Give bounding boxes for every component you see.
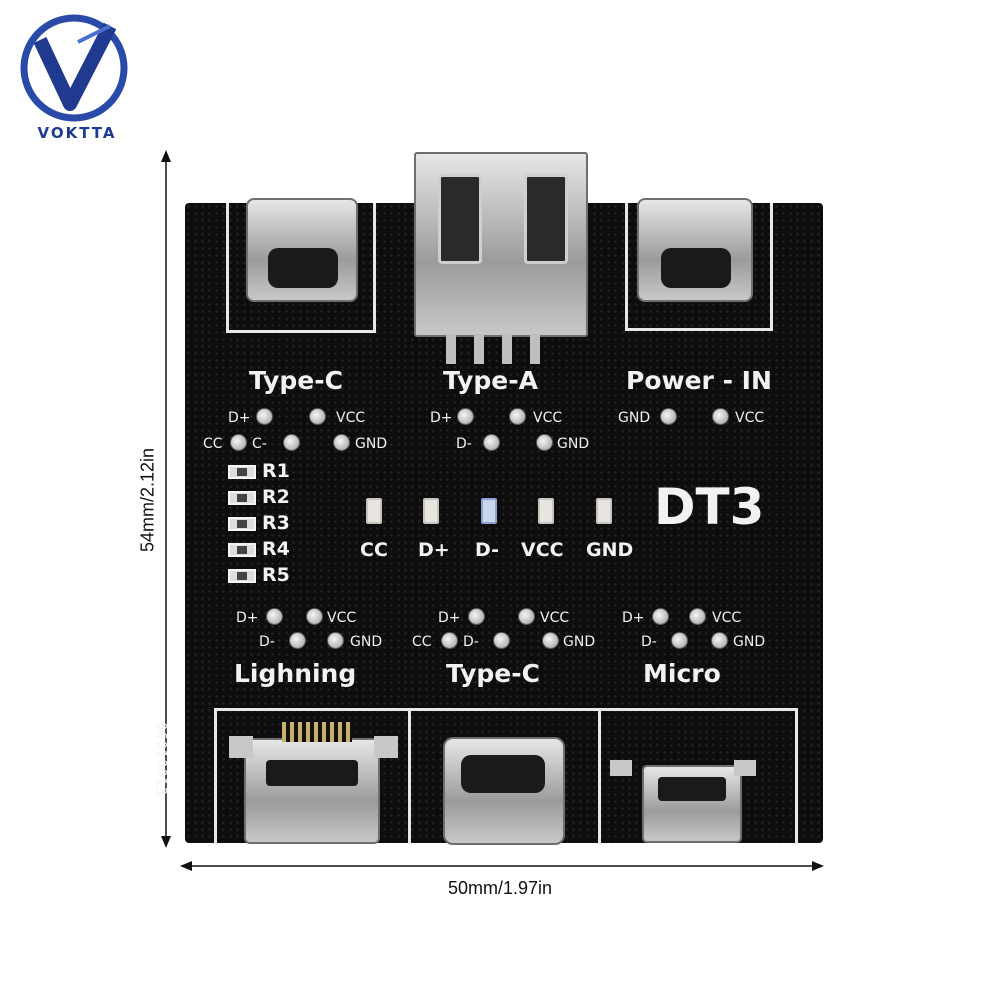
label-micro: Micro	[643, 659, 721, 688]
label-lightning: Lighning	[234, 659, 357, 688]
pad-dminus	[671, 632, 688, 649]
type-c-port-bottom	[443, 737, 565, 845]
label-top-type-c: Type-C	[249, 366, 343, 395]
micro-mount-tab	[610, 760, 632, 776]
micro-usb-port	[642, 765, 742, 843]
pad-vcc	[689, 608, 706, 625]
lightning-mount-tab	[374, 736, 398, 758]
pad-label-gnd: GND	[355, 436, 388, 452]
pad-label-dplus: D+	[622, 610, 645, 626]
type-a-port	[414, 152, 588, 337]
pad-dminus	[483, 434, 500, 451]
led-dminus	[481, 498, 497, 524]
pad-vcc	[509, 408, 526, 425]
resistor-r3	[228, 517, 256, 531]
pad-label-gnd: GND	[563, 634, 596, 650]
lightning-port	[244, 722, 380, 844]
pad-cc	[441, 632, 458, 649]
pad-label-dplus: D+	[228, 410, 251, 426]
pad-gnd	[660, 408, 677, 425]
pad-label-vcc: VCC	[336, 410, 366, 426]
pad-label-dminus: D-	[456, 436, 472, 452]
pad-label-vcc: VCC	[735, 410, 765, 426]
pad-label-vcc: VCC	[712, 610, 742, 626]
resistor-label: R2	[262, 486, 290, 508]
label-bottom-type-c: Type-C	[446, 659, 540, 688]
brand-logo	[18, 12, 130, 124]
power-in-type-c-port	[637, 198, 753, 302]
pad-cc	[230, 434, 247, 451]
led-cc	[366, 498, 382, 524]
resistor-r1	[228, 465, 256, 479]
pad-dplus	[652, 608, 669, 625]
resistor-label: R4	[262, 538, 290, 560]
pad-label-gnd: GND	[557, 436, 590, 452]
led-gnd	[596, 498, 612, 524]
pad-label-vcc: VCC	[540, 610, 570, 626]
resistor-r5	[228, 569, 256, 583]
pad-label-dplus: D+	[236, 610, 259, 626]
led-label-dminus: D-	[475, 539, 500, 561]
pad-label-dminus: D-	[641, 634, 657, 650]
pad-label-dminus: D-	[463, 634, 479, 650]
serial-number: 06010013	[153, 722, 168, 797]
pad-gnd	[327, 632, 344, 649]
board-model-label: DT3	[654, 478, 765, 536]
pad-gnd	[542, 632, 559, 649]
pad-dplus	[468, 608, 485, 625]
lightning-mount-tab	[229, 736, 253, 758]
type-a-pins	[446, 334, 556, 364]
pad-gnd	[536, 434, 553, 451]
pad-label-vcc: VCC	[533, 410, 563, 426]
pad-gnd	[333, 434, 350, 451]
led-label-vcc: VCC	[521, 539, 564, 561]
resistor-r4	[228, 543, 256, 557]
led-dplus	[423, 498, 439, 524]
resistor-label: R5	[262, 564, 290, 586]
pad-label-dminus: D-	[259, 634, 275, 650]
voktta-logo-icon	[20, 14, 128, 122]
pad-dplus	[457, 408, 474, 425]
label-power-in: Power - IN	[626, 366, 772, 395]
resistor-label: R1	[262, 460, 290, 482]
pad-vcc	[518, 608, 535, 625]
pad-label-cc: CC	[412, 634, 432, 650]
pad-dplus	[266, 608, 283, 625]
width-dimension-label: 50mm/1.97in	[447, 878, 553, 898]
pad-dminus	[493, 632, 510, 649]
pad-label-cc: CC	[203, 436, 223, 452]
frame-divider	[408, 708, 411, 844]
type-c-port-top	[246, 198, 358, 302]
label-type-a: Type-A	[443, 366, 538, 395]
pad-label-gnd: GND	[733, 634, 766, 650]
pad-label-cminus: C-	[252, 436, 267, 452]
bottom-port-frame	[214, 708, 798, 844]
resistor-r2	[228, 491, 256, 505]
pad-cminus	[283, 434, 300, 451]
resistor-label: R3	[262, 512, 290, 534]
pad-gnd	[711, 632, 728, 649]
pad-vcc	[712, 408, 729, 425]
height-dimension-label: 54mm/2.12in	[137, 447, 158, 553]
top-right-port-frame	[625, 203, 773, 331]
pad-label-gnd: GND	[350, 634, 383, 650]
pad-label-dplus: D+	[438, 610, 461, 626]
frame-divider	[598, 708, 601, 844]
led-label-gnd: GND	[586, 539, 634, 561]
pad-vcc	[309, 408, 326, 425]
pad-label-vcc: VCC	[327, 610, 357, 626]
pad-vcc	[306, 608, 323, 625]
led-vcc	[538, 498, 554, 524]
pad-dplus	[256, 408, 273, 425]
top-left-port-frame	[226, 203, 376, 333]
pad-label-gnd: GND	[618, 410, 651, 426]
pad-label-dplus: D+	[430, 410, 453, 426]
led-label-cc: CC	[360, 539, 388, 561]
pad-dminus	[289, 632, 306, 649]
brand-name: VOKTTA	[37, 124, 117, 142]
led-label-dplus: D+	[418, 539, 450, 561]
micro-mount-tab	[734, 760, 756, 776]
